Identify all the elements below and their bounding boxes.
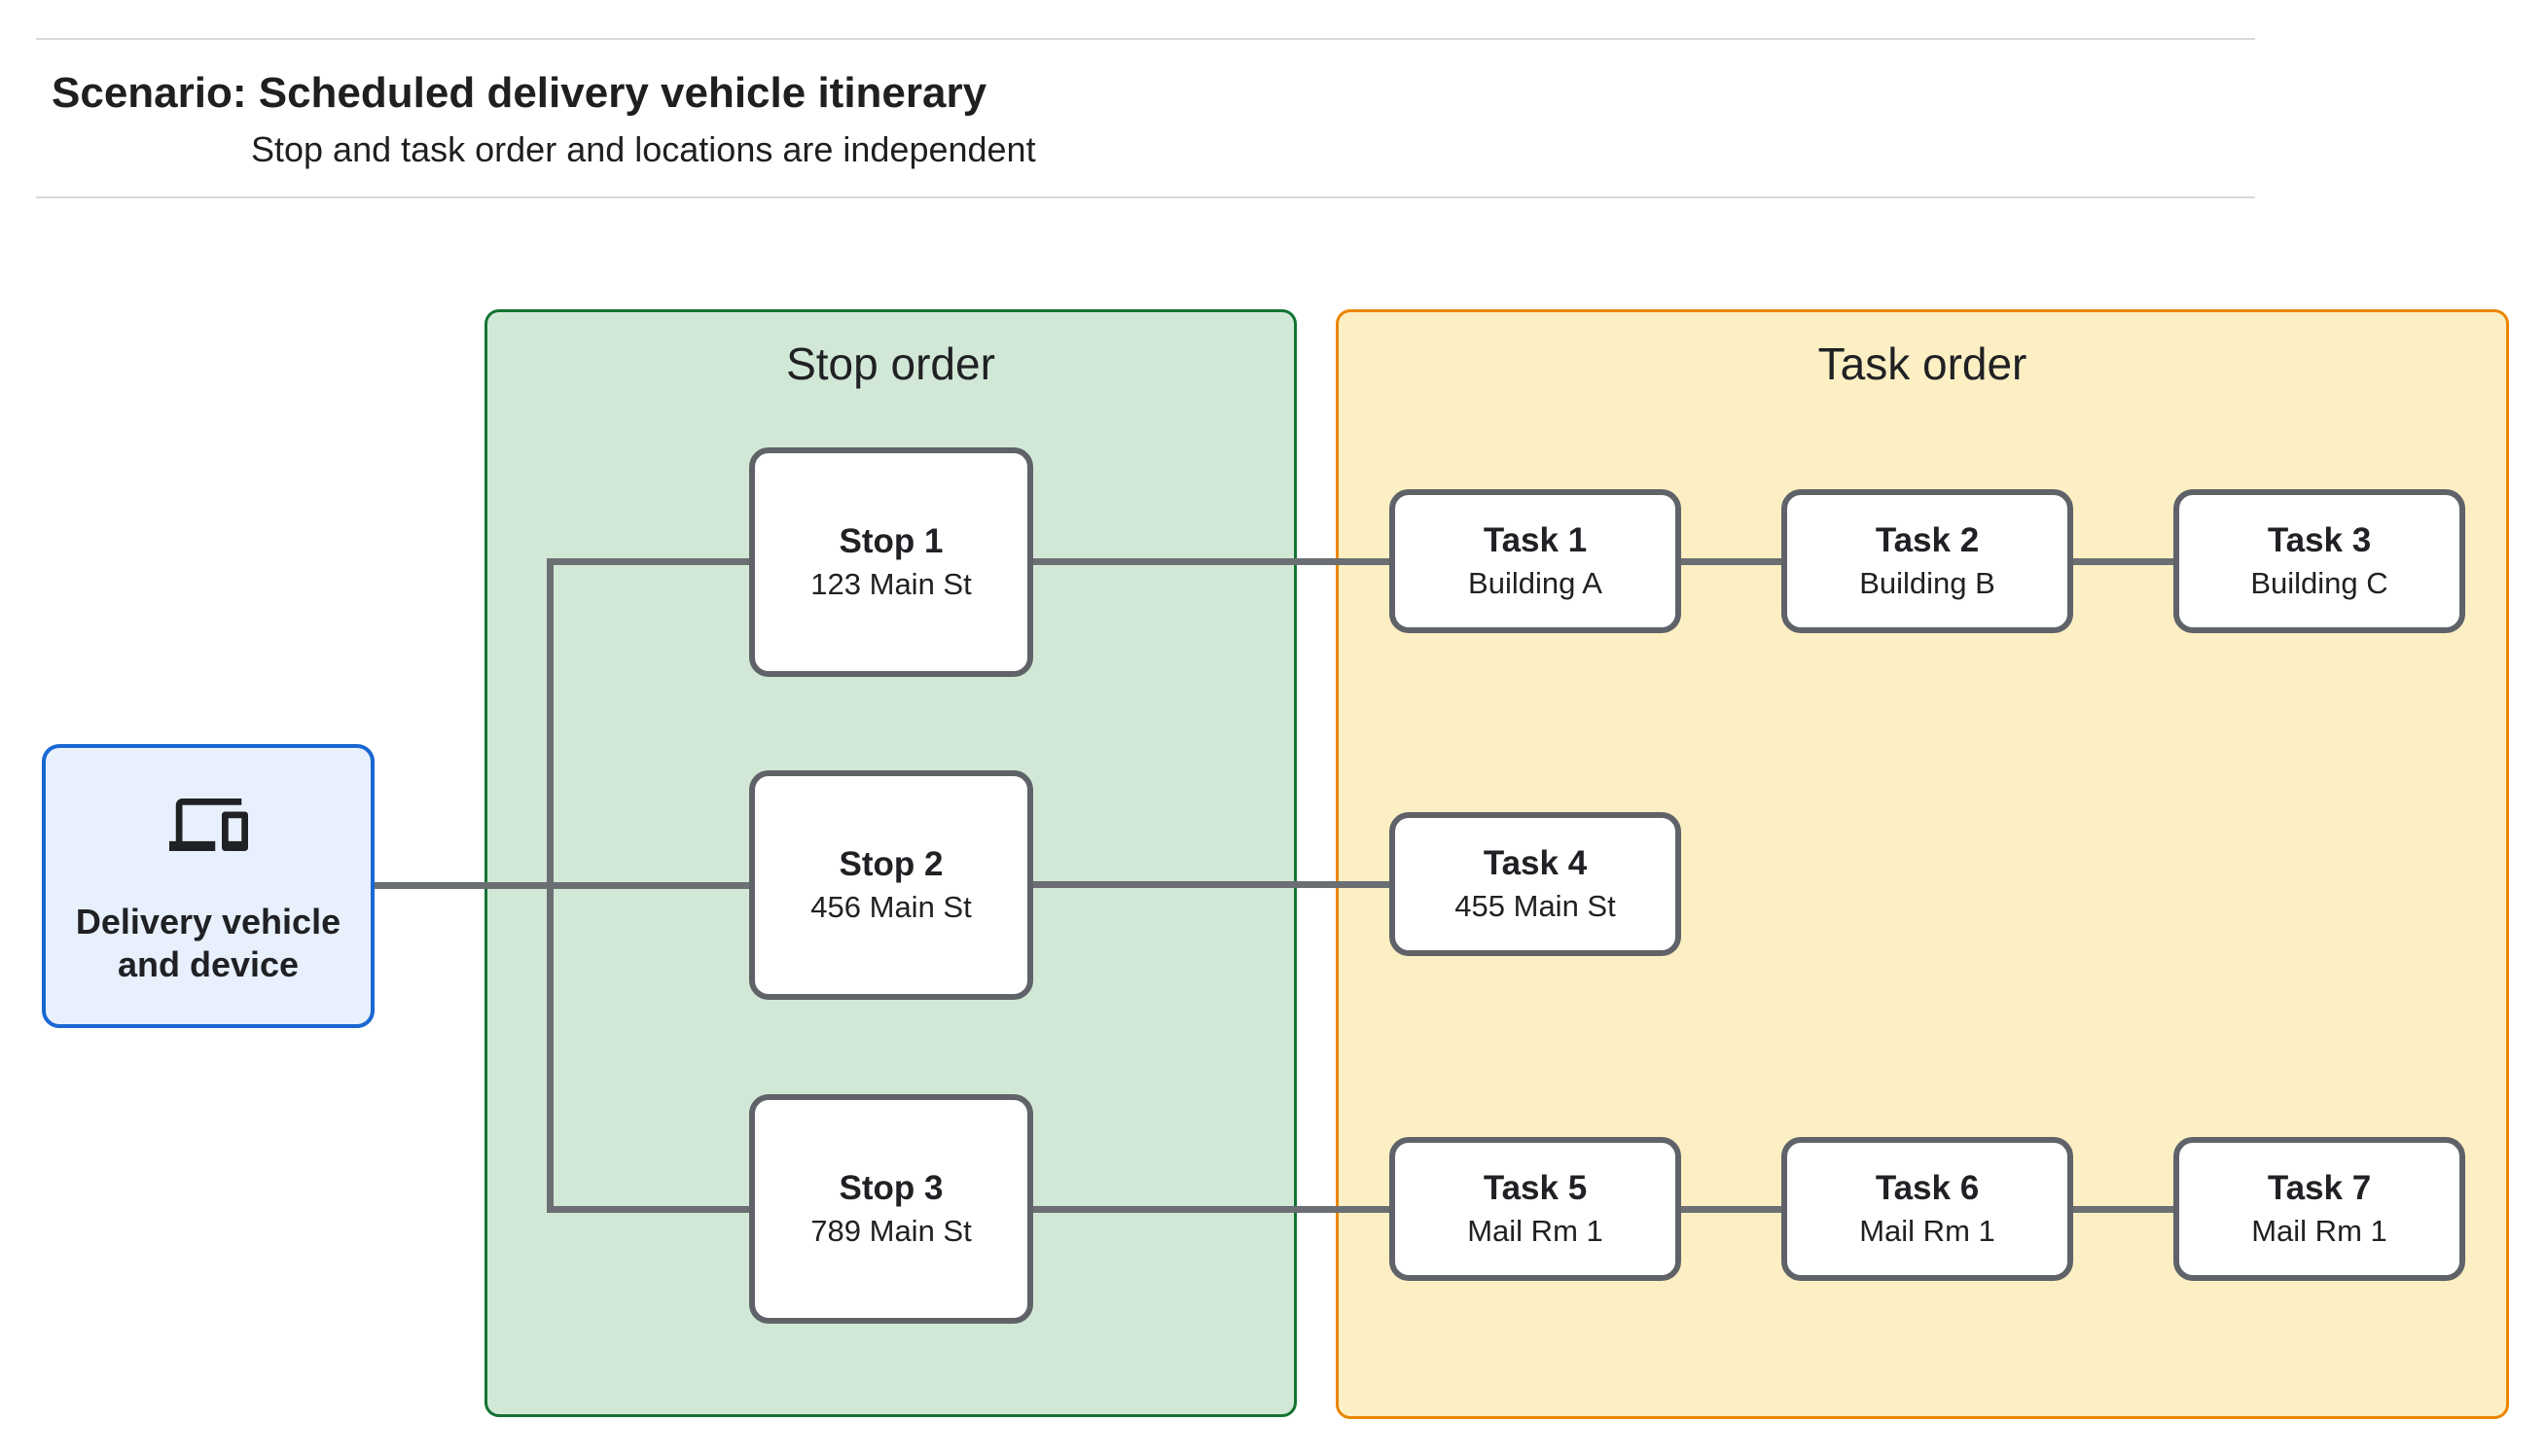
stop-2-name: Stop 2 bbox=[839, 844, 944, 883]
task-6-node: Task 6 Mail Rm 1 bbox=[1781, 1137, 2073, 1281]
connector-task5-to-task6 bbox=[1681, 1206, 1781, 1213]
task-3-location: Building C bbox=[2250, 566, 2388, 601]
stop-order-label: Stop order bbox=[786, 338, 995, 389]
delivery-vehicle-label: Delivery vehicle and device bbox=[75, 902, 341, 984]
task-6-name: Task 6 bbox=[1875, 1168, 1980, 1207]
header-divider bbox=[36, 196, 2255, 198]
task-2-name: Task 2 bbox=[1875, 520, 1980, 559]
delivery-vehicle-node: Delivery vehicle and device bbox=[42, 744, 375, 1028]
connector-branch-to-stop1 bbox=[550, 558, 749, 565]
task-5-location: Mail Rm 1 bbox=[1467, 1214, 1603, 1249]
task-4-location: 455 Main St bbox=[1454, 889, 1616, 924]
connector-task2-to-task3 bbox=[2073, 558, 2173, 565]
stop-2-location: 456 Main St bbox=[810, 890, 972, 925]
task-order-label: Task order bbox=[1817, 338, 2027, 389]
stop-1-node: Stop 1 123 Main St bbox=[749, 447, 1033, 677]
task-5-node: Task 5 Mail Rm 1 bbox=[1389, 1137, 1681, 1281]
connector-branch-vertical bbox=[547, 558, 554, 1213]
task-5-name: Task 5 bbox=[1483, 1168, 1588, 1207]
task-1-location: Building A bbox=[1468, 566, 1602, 601]
connector-stop1-to-task1 bbox=[1033, 558, 1389, 565]
devices-icon bbox=[168, 799, 248, 856]
task-7-name: Task 7 bbox=[2267, 1168, 2372, 1207]
task-7-node: Task 7 Mail Rm 1 bbox=[2173, 1137, 2465, 1281]
connector-source-to-stop2 bbox=[375, 882, 749, 889]
page-title: Scenario: Scheduled delivery vehicle iti… bbox=[52, 69, 987, 117]
connector-task6-to-task7 bbox=[2073, 1206, 2173, 1213]
task-3-name: Task 3 bbox=[2267, 520, 2372, 559]
page-subtitle: Stop and task order and locations are in… bbox=[251, 129, 1036, 169]
task-2-location: Building B bbox=[1859, 566, 1995, 601]
task-6-location: Mail Rm 1 bbox=[1859, 1214, 1995, 1249]
task-4-name: Task 4 bbox=[1483, 843, 1588, 882]
task-3-node: Task 3 Building C bbox=[2173, 489, 2465, 633]
task-1-node: Task 1 Building A bbox=[1389, 489, 1681, 633]
task-1-name: Task 1 bbox=[1483, 520, 1588, 559]
stop-3-node: Stop 3 789 Main St bbox=[749, 1094, 1033, 1324]
stop-1-name: Stop 1 bbox=[839, 521, 944, 560]
stop-1-location: 123 Main St bbox=[810, 567, 972, 602]
connector-stop2-to-task4 bbox=[1033, 881, 1389, 888]
task-7-location: Mail Rm 1 bbox=[2251, 1214, 2387, 1249]
task-4-node: Task 4 455 Main St bbox=[1389, 812, 1681, 956]
connector-branch-to-stop3 bbox=[550, 1206, 749, 1213]
connector-task1-to-task2 bbox=[1681, 558, 1781, 565]
stop-3-location: 789 Main St bbox=[810, 1214, 972, 1249]
task-2-node: Task 2 Building B bbox=[1781, 489, 2073, 633]
stop-3-name: Stop 3 bbox=[839, 1168, 944, 1207]
stop-2-node: Stop 2 456 Main St bbox=[749, 770, 1033, 1000]
top-divider bbox=[36, 38, 2255, 40]
connector-stop3-to-task5 bbox=[1033, 1206, 1389, 1213]
